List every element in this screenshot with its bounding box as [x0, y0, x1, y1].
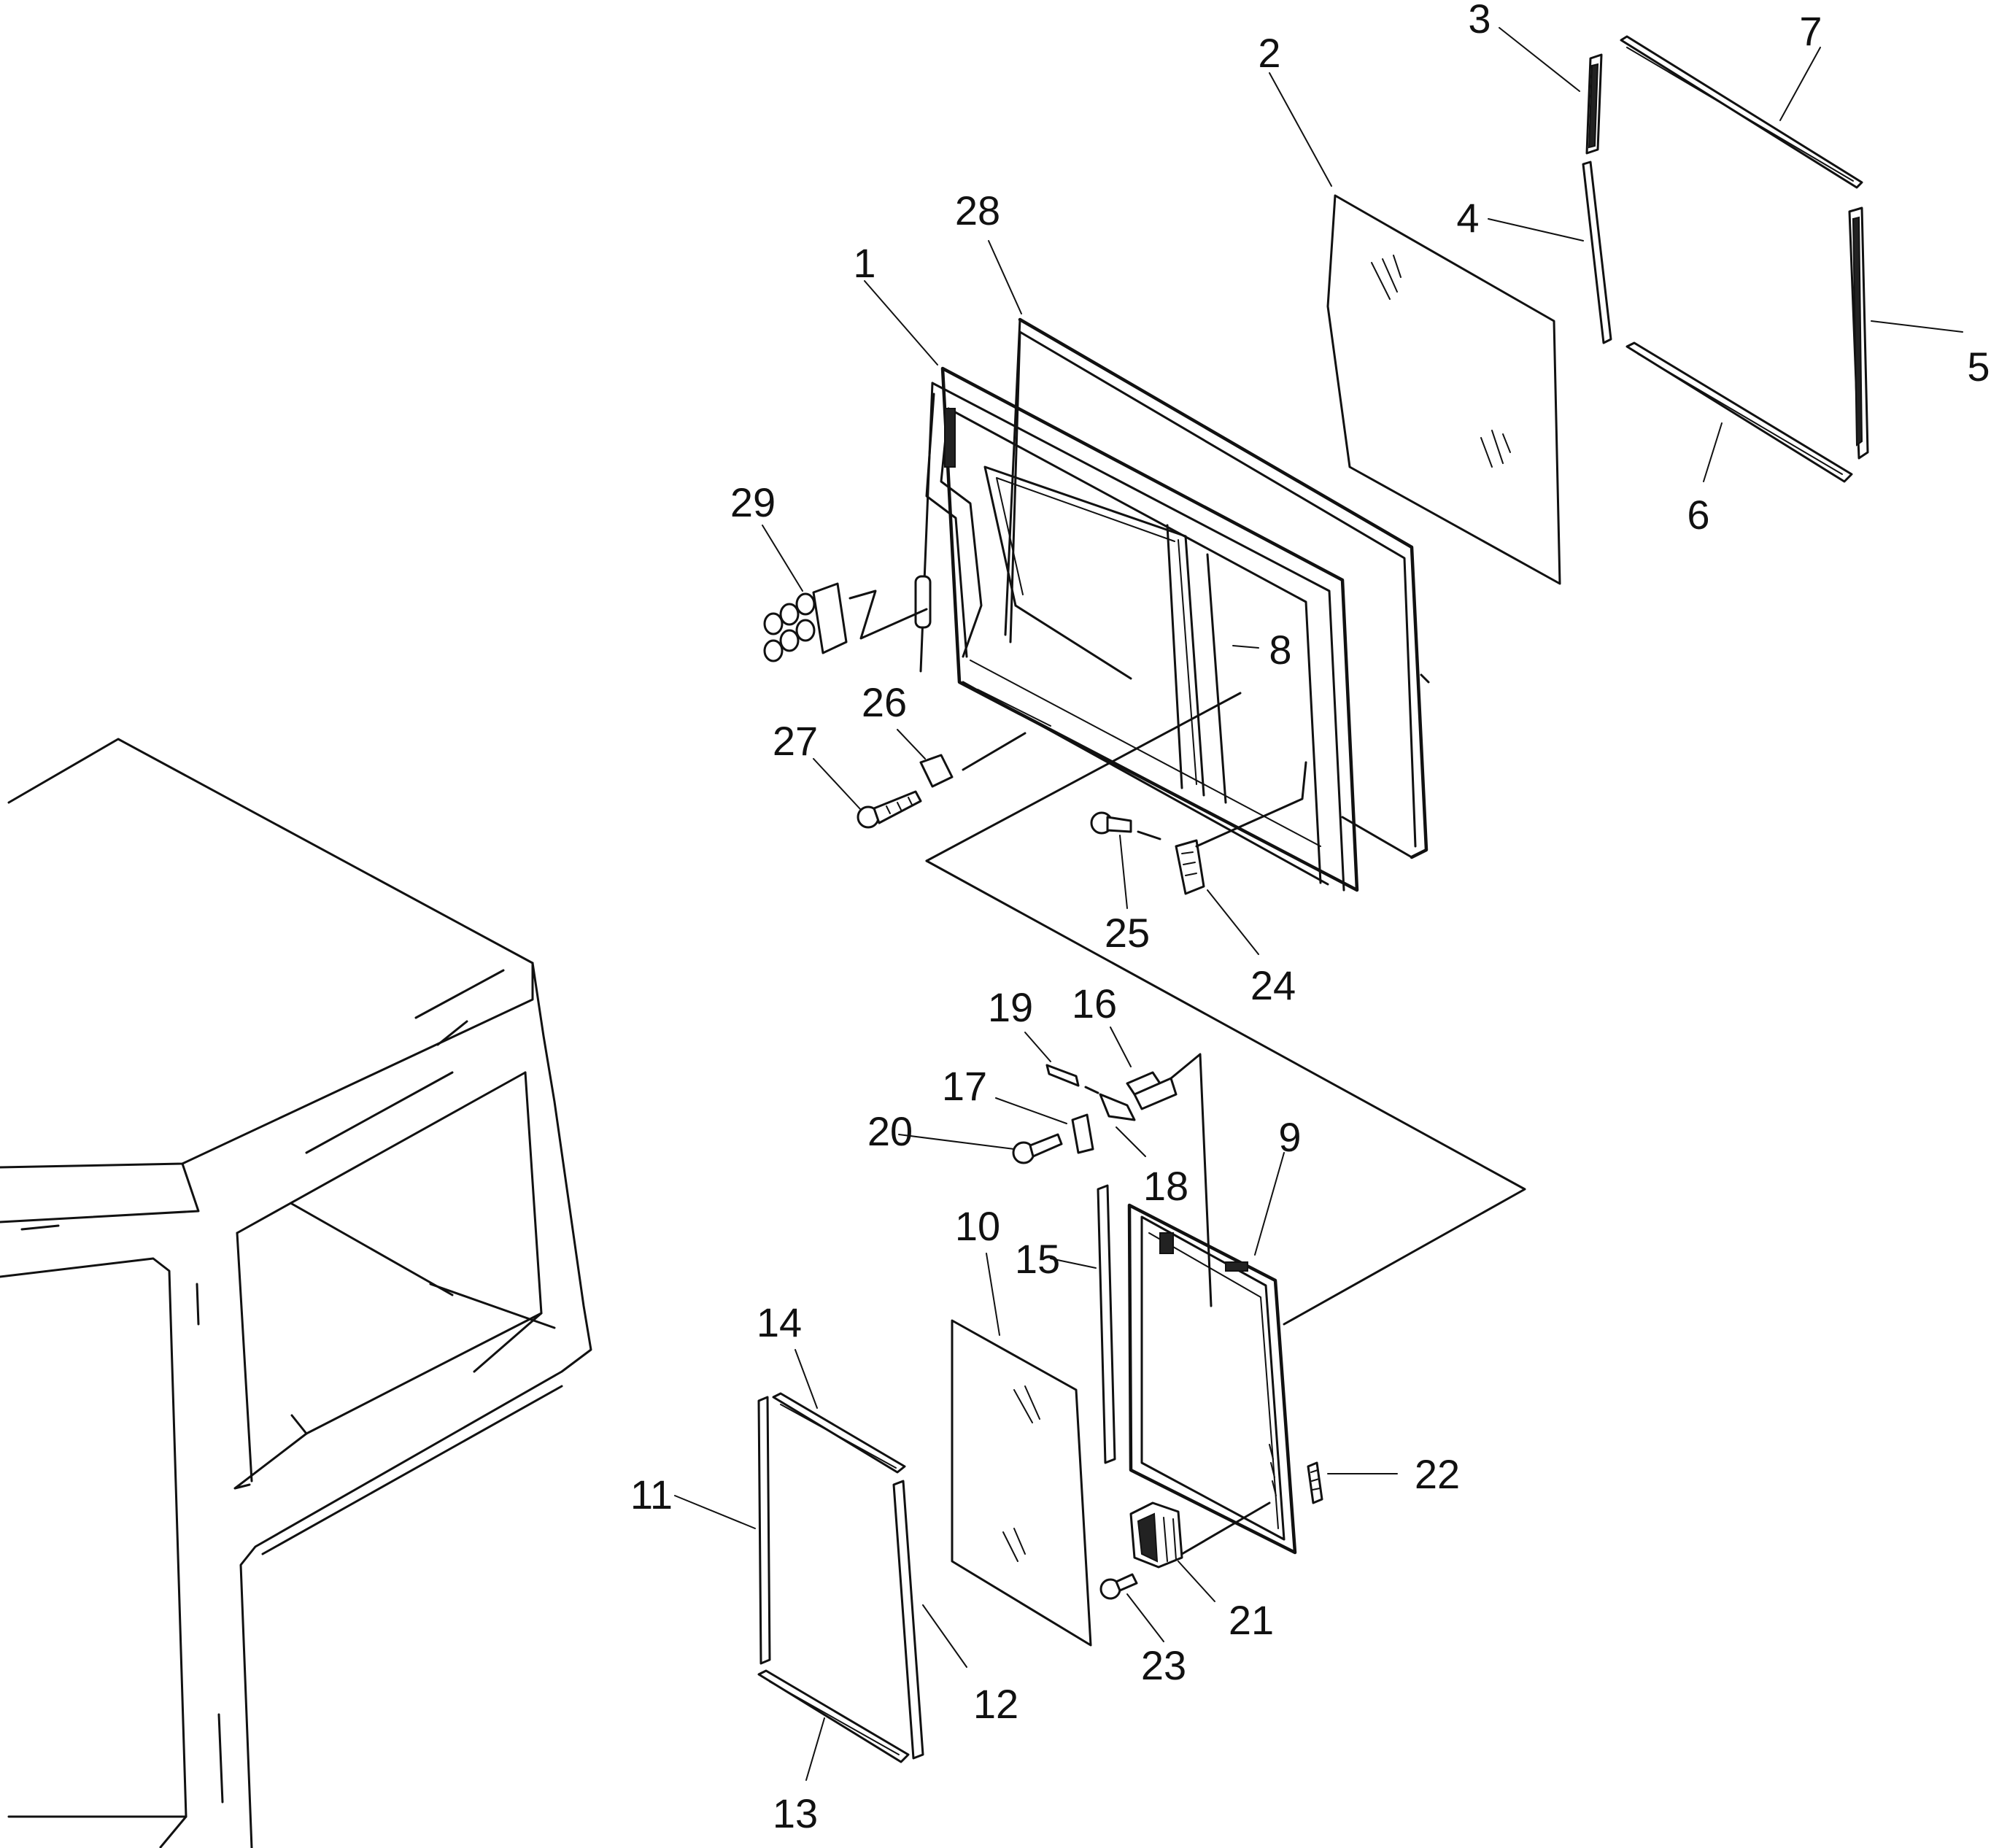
leader-16	[1110, 1027, 1132, 1067]
part-1-door-frame	[914, 366, 1359, 892]
part-14-molding	[772, 1392, 906, 1474]
part-19-pin	[1045, 1064, 1099, 1094]
callout-3: 3	[1468, 0, 1491, 42]
callout-28: 28	[955, 187, 1000, 233]
leader-2	[1269, 72, 1332, 187]
part-22-plate	[1307, 1461, 1323, 1504]
callout-labels: 1 2 3 4 5 6 7 8 9 10 11 12 13 14 15 16 1…	[630, 0, 1990, 1836]
callout-10: 10	[955, 1203, 1000, 1249]
leader-28	[988, 240, 1022, 314]
leader-lines	[674, 27, 1963, 1781]
callout-1: 1	[853, 240, 875, 286]
callout-22: 22	[1415, 1451, 1460, 1497]
part-12-molding	[892, 1480, 924, 1760]
leader-11	[674, 1495, 756, 1529]
callout-24: 24	[1250, 962, 1296, 1008]
leader-8	[1232, 645, 1259, 649]
part-29-grommet-cluster	[763, 582, 928, 662]
callout-7: 7	[1799, 8, 1822, 54]
part-28-door-seal	[1004, 317, 1430, 859]
part-2-glass-pane	[1326, 194, 1561, 585]
leader-3	[1499, 27, 1580, 92]
hinge-strip	[944, 408, 956, 468]
part-13-molding	[757, 1669, 910, 1763]
leader-24	[1207, 889, 1259, 955]
leader-25	[1119, 835, 1128, 909]
leader-10	[986, 1253, 1000, 1336]
callout-16: 16	[1072, 981, 1117, 1027]
leader-1	[864, 280, 938, 366]
leader-19	[1024, 1032, 1051, 1062]
part-8-seal-strip	[1178, 539, 1197, 785]
part-7-molding	[1620, 35, 1863, 189]
part-27-bolt	[857, 790, 922, 829]
leader-6	[1703, 422, 1723, 482]
part-21-lock-block	[1129, 1501, 1271, 1569]
part-20-screw	[1012, 1133, 1063, 1164]
leader-29	[762, 525, 803, 592]
part-17-stopper	[1071, 1113, 1094, 1154]
door-handle-recess	[914, 575, 932, 629]
leader-17	[995, 1097, 1067, 1124]
leader-14	[795, 1349, 818, 1409]
frame-latch-slot	[1159, 1232, 1174, 1254]
cab-body	[0, 738, 592, 1848]
callout-4: 4	[1456, 195, 1479, 241]
part-26-block	[919, 732, 1027, 788]
callout-23: 23	[1141, 1642, 1186, 1688]
part-16-latch	[1126, 1053, 1213, 1307]
callout-2: 2	[1258, 30, 1280, 76]
part-10-glass-pane	[951, 1319, 1092, 1647]
leader-27	[813, 758, 862, 811]
part-4-molding	[1582, 161, 1612, 344]
part-3-molding	[1585, 53, 1603, 155]
callout-27: 27	[773, 718, 818, 764]
leader-13	[805, 1717, 825, 1781]
leader-9	[1254, 1152, 1285, 1256]
leader-5	[1871, 320, 1963, 333]
part-24-bracket	[1175, 761, 1307, 895]
callout-5: 5	[1967, 344, 1990, 390]
callout-13: 13	[773, 1790, 818, 1836]
callout-20: 20	[867, 1108, 913, 1154]
callout-21: 21	[1229, 1597, 1274, 1643]
part-23-screw	[1099, 1573, 1138, 1600]
callout-14: 14	[757, 1299, 802, 1345]
leader-12	[922, 1604, 967, 1668]
part-18-bracket	[1099, 1093, 1136, 1121]
part-25-bolt	[1090, 811, 1161, 840]
callout-18: 18	[1143, 1163, 1188, 1209]
leader-18	[1116, 1126, 1146, 1157]
part-11-molding	[757, 1396, 771, 1665]
callout-26: 26	[862, 679, 907, 725]
connector-lines-upper	[925, 692, 1526, 1326]
callout-19: 19	[988, 984, 1033, 1030]
callout-25: 25	[1105, 910, 1150, 956]
frame-catch	[1225, 1261, 1248, 1272]
callout-15: 15	[1015, 1236, 1060, 1282]
leader-7	[1779, 47, 1821, 121]
callout-6: 6	[1687, 492, 1709, 538]
leader-4	[1488, 218, 1584, 241]
part-5-molding	[1848, 206, 1869, 460]
callout-17: 17	[942, 1063, 987, 1109]
callout-11: 11	[630, 1472, 673, 1518]
callout-9: 9	[1278, 1114, 1301, 1160]
callout-8: 8	[1269, 627, 1291, 673]
leader-20	[898, 1134, 1015, 1150]
leader-21	[1178, 1561, 1215, 1602]
part-6-molding	[1625, 341, 1853, 483]
callout-12: 12	[973, 1681, 1018, 1727]
leader-15	[1050, 1258, 1097, 1269]
callout-29: 29	[730, 479, 776, 525]
part-15-seal-strip	[1097, 1184, 1116, 1464]
part-9-window-frame	[1127, 1203, 1297, 1555]
leader-23	[1126, 1593, 1164, 1642]
leader-26	[897, 729, 926, 759]
